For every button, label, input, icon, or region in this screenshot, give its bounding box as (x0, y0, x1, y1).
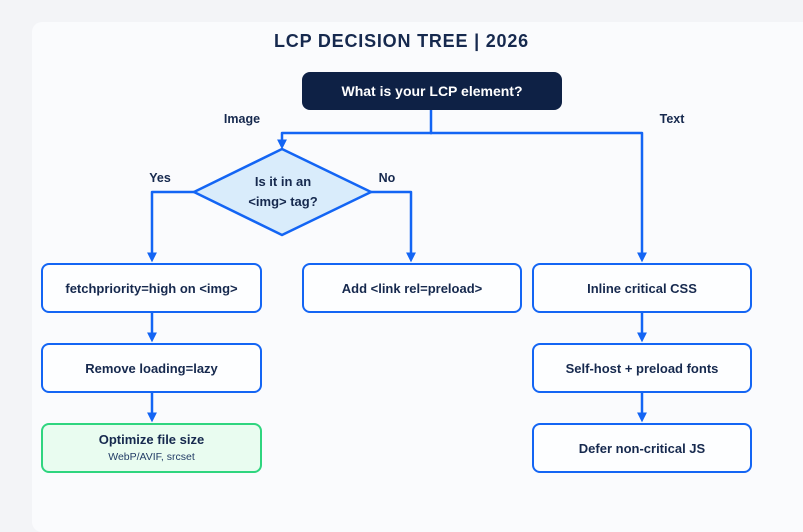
node-fetchpriority-label: fetchpriority=high on <img> (65, 280, 238, 296)
connector-image-branch (277, 131, 432, 150)
root-node-lcp-element: What is your LCP element? (302, 72, 562, 110)
decision-diamond-label: Is it in an <img> tag? (196, 172, 370, 212)
decision-diamond (192, 147, 373, 237)
node-inline-critical-css: Inline critical CSS (532, 263, 752, 313)
node-remove-loading-lazy: Remove loading=lazy (41, 343, 262, 393)
node-add-preload: Add <link rel=preload> (302, 263, 522, 313)
node-optimize-file-size-label: Optimize file size (98, 432, 205, 447)
node-defer-non-critical-js-label: Defer non-critical JS (578, 440, 706, 456)
node-selfhost-preload-fonts: Self-host + preload fonts (532, 343, 752, 393)
connector-no-branch (369, 190, 416, 263)
branch-label-text: Text (659, 112, 685, 126)
decision-line2: <img> tag? (248, 194, 318, 209)
node-fetchpriority: fetchpriority=high on <img> (41, 263, 262, 313)
node-optimize-file-size-sublabel: WebP/AVIF, srcset (108, 451, 195, 463)
root-node-label: What is your LCP element? (341, 83, 523, 99)
edge-label-yes: Yes (149, 171, 171, 185)
node-selfhost-preload-fonts-label: Self-host + preload fonts (565, 360, 719, 376)
page-title: LCP DECISION TREE | 2026 (274, 31, 529, 51)
flowchart-connectors (147, 110, 647, 423)
connector-text-branch (430, 131, 647, 263)
branch-label-image: Image (223, 112, 261, 126)
lcp-decision-tree-canvas: LCP DECISION TREE | 2026 What is your LC… (41, 31, 752, 473)
connector-yes-branch (147, 190, 198, 263)
edge-label-no: No (378, 171, 396, 185)
node-inline-critical-css-label: Inline critical CSS (587, 280, 697, 296)
node-defer-non-critical-js: Defer non-critical JS (532, 423, 752, 473)
decision-line1: Is it in an (254, 174, 312, 189)
node-optimize-file-size: Optimize file size WebP/AVIF, srcset (41, 423, 262, 473)
node-remove-loading-lazy-label: Remove loading=lazy (85, 360, 218, 376)
node-add-preload-label: Add <link rel=preload> (341, 280, 483, 296)
